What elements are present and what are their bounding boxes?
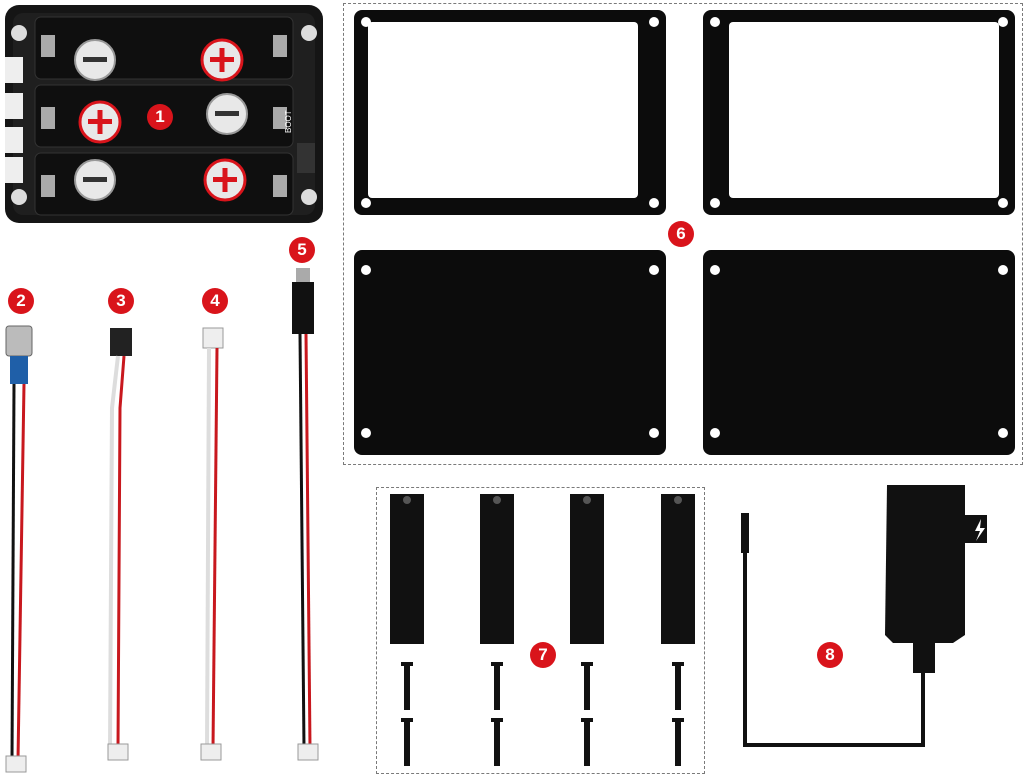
standoff-icon bbox=[661, 494, 695, 644]
battery-cable-icon bbox=[200, 327, 224, 761]
screw-icon bbox=[401, 718, 413, 766]
standoffs-group bbox=[376, 487, 705, 774]
item-badge-8: 8 bbox=[817, 642, 843, 668]
item-badge-2: 2 bbox=[8, 288, 34, 314]
screw-icon bbox=[672, 718, 684, 766]
item-badge-4: 4 bbox=[202, 288, 228, 314]
standoff-icon bbox=[570, 494, 604, 644]
acrylic-plate-icon bbox=[703, 250, 1015, 455]
screw-icon bbox=[401, 662, 413, 710]
dc-jack-icon bbox=[107, 328, 132, 761]
acrylic-frame-icon bbox=[703, 10, 1015, 215]
screw-icon bbox=[581, 718, 593, 766]
item-badge-3: 3 bbox=[108, 288, 134, 314]
battery-holder-board-icon: BOOT bbox=[5, 5, 323, 223]
screw-icon bbox=[581, 662, 593, 710]
power-adapter-icon bbox=[741, 485, 987, 747]
screw-icon bbox=[491, 718, 503, 766]
boot-label: BOOT bbox=[284, 110, 293, 133]
item-badge-1: 1 bbox=[147, 104, 173, 130]
acrylic-plate-icon bbox=[354, 250, 666, 455]
acrylic-panels-group bbox=[343, 3, 1023, 465]
standoff-icon bbox=[480, 494, 514, 644]
power-switch-icon bbox=[5, 325, 33, 773]
acrylic-frame-icon bbox=[354, 10, 666, 215]
screw-icon bbox=[672, 662, 684, 710]
item-badge-6: 6 bbox=[668, 221, 694, 247]
standoff-icon bbox=[390, 494, 424, 644]
item-badge-5: 5 bbox=[289, 237, 315, 263]
item-badge-7: 7 bbox=[530, 642, 556, 668]
screw-icon bbox=[491, 662, 503, 710]
usb-cable-icon bbox=[292, 268, 319, 761]
